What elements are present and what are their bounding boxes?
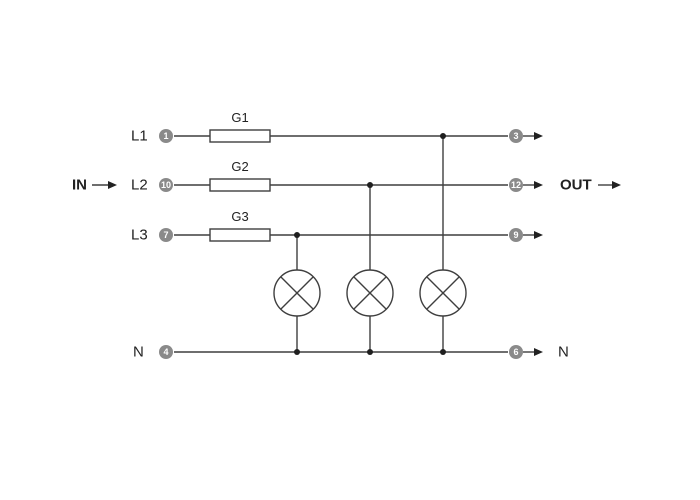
fuse-label-g2: G2	[231, 159, 248, 174]
line-neutral: N 4 6 N	[133, 344, 569, 361]
arrow-l3-icon	[534, 231, 543, 239]
line-l2: L2 G2 10 12	[131, 159, 543, 194]
junction-l3-neutral	[294, 349, 300, 355]
line-label-l1: L1	[131, 128, 148, 145]
junction-l3-top	[294, 232, 300, 238]
terminal-4	[159, 345, 173, 359]
arrow-neutral-icon	[534, 348, 543, 356]
terminal-7	[159, 228, 173, 242]
indicator-lamp-l1	[419, 133, 467, 355]
terminal-label-3: 3	[513, 131, 518, 141]
terminal-label-10: 10	[161, 180, 171, 190]
terminal-label-6: 6	[513, 347, 518, 357]
terminal-label-12: 12	[511, 180, 521, 190]
junction-l1-top	[440, 133, 446, 139]
fuse-g2	[209, 178, 271, 192]
line-l3: L3 G3 7 9	[131, 209, 543, 244]
fuse-g3	[209, 228, 271, 242]
terminal-6	[509, 345, 523, 359]
fuse-label-g1: G1	[231, 110, 248, 125]
fuse-label-g3: G3	[231, 209, 248, 224]
out-indicator: OUT	[560, 177, 621, 194]
terminal-3	[509, 129, 523, 143]
out-arrow-icon	[612, 181, 621, 189]
fuse-g1	[209, 129, 271, 143]
lamp-l3-cross-b	[280, 276, 314, 310]
line-label-l3: L3	[131, 227, 148, 244]
junction-l2-neutral	[367, 349, 373, 355]
line-l1: L1 G1 1 3	[131, 110, 543, 145]
junction-l2-top	[367, 182, 373, 188]
junction-l1-neutral	[440, 349, 446, 355]
indicator-lamp-l3	[273, 232, 321, 355]
arrow-l1-icon	[534, 132, 543, 140]
terminal-12	[509, 178, 523, 192]
lamp-l1-cross-b	[426, 276, 460, 310]
indicator-lamp-l2	[346, 182, 394, 355]
neutral-label-in: N	[133, 344, 144, 361]
terminal-label-1: 1	[163, 131, 168, 141]
terminal-label-9: 9	[513, 230, 518, 240]
line-label-l2: L2	[131, 177, 148, 194]
lamp-l2-cross-b	[353, 276, 387, 310]
terminal-label-4: 4	[163, 347, 168, 357]
terminal-label-7: 7	[163, 230, 168, 240]
terminal-10	[159, 178, 173, 192]
terminal-9	[509, 228, 523, 242]
neutral-label-out: N	[558, 344, 569, 361]
in-label: IN	[72, 177, 87, 194]
terminal-1	[159, 129, 173, 143]
arrow-l2-icon	[534, 181, 543, 189]
in-arrow-icon	[108, 181, 117, 189]
out-label: OUT	[560, 177, 592, 194]
in-indicator: IN	[72, 177, 117, 194]
